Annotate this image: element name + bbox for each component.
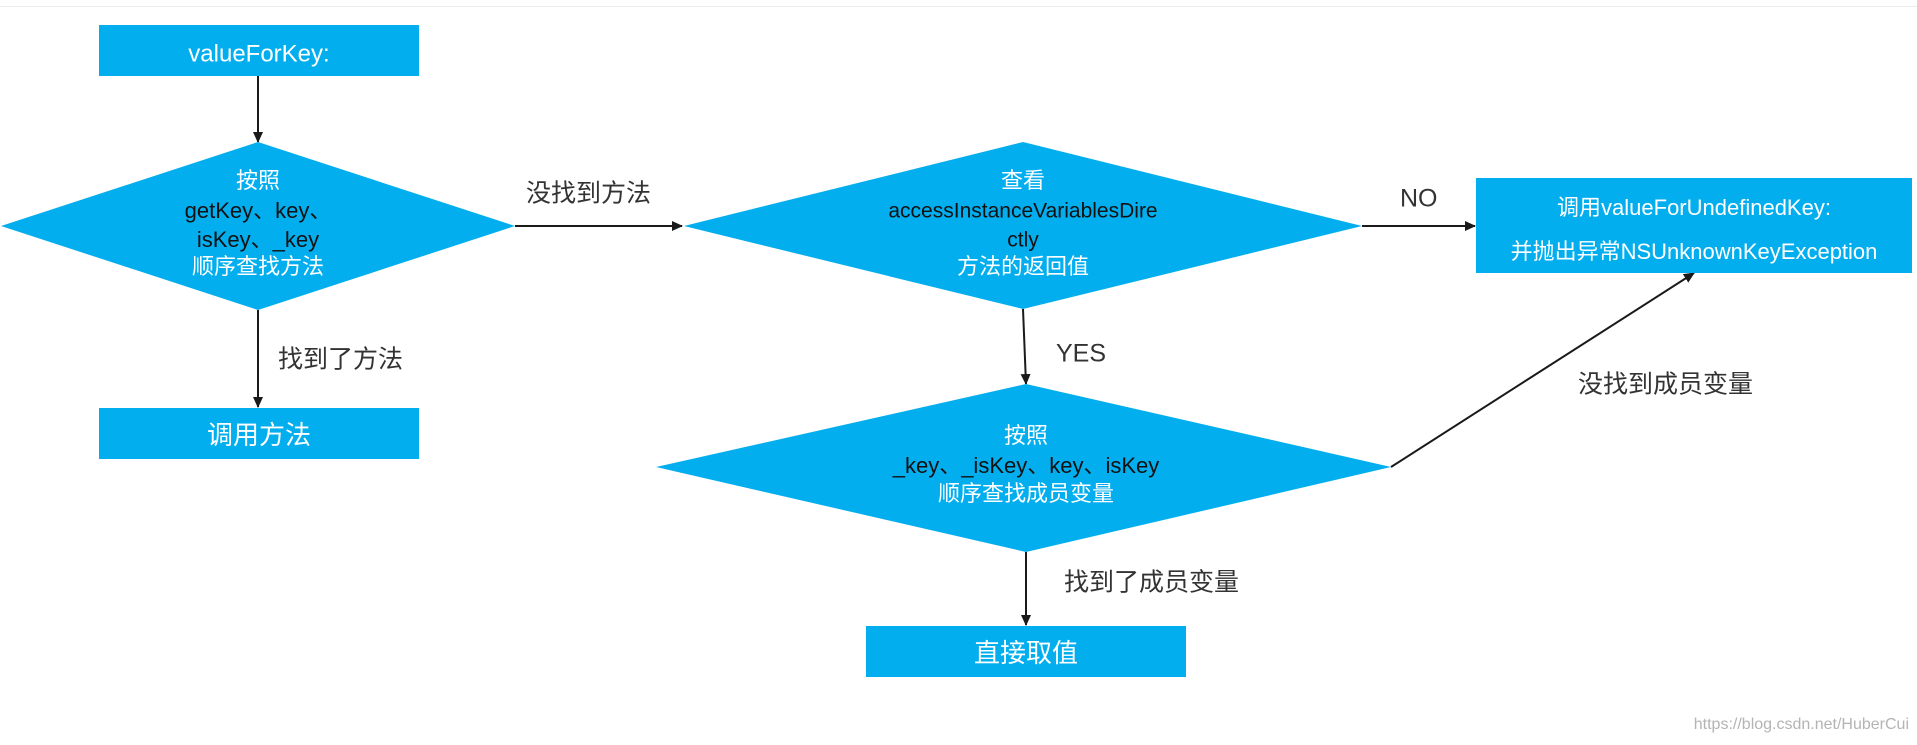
arrow-access-check-to-ivar-check <box>1020 308 1031 385</box>
undefined-key-node: 调用valueForUndefinedKey: 并抛出异常NSUnknownKe… <box>1476 178 1912 273</box>
undefined-key-box <box>1476 178 1912 273</box>
edge-label-no-ivar: 没找到成员变量 <box>1578 371 1753 399</box>
method-check-decision: 按照 getKey、key、 isKey、_key 顺序查找方法 <box>1 142 515 310</box>
undefined-key-line1: 调用valueForUndefinedKey: <box>1557 195 1831 220</box>
ivar-check-diamond <box>656 384 1391 552</box>
edge-label-no: NO <box>1400 185 1438 213</box>
ivar-check-line3: 顺序查找成员变量 <box>938 481 1114 506</box>
method-check-line4: 顺序查找方法 <box>192 254 324 279</box>
method-check-line1: 按照 <box>236 168 280 193</box>
watermark: https://blog.csdn.net/HuberCui <box>1694 716 1909 733</box>
get-value-node: 直接取值 <box>866 626 1186 677</box>
start-node-label: valueForKey: <box>188 40 329 67</box>
get-value-box <box>866 626 1186 677</box>
access-check-diamond <box>684 142 1362 309</box>
get-value-label: 直接取值 <box>974 638 1078 668</box>
call-method-box <box>99 408 419 459</box>
method-check-line2: getKey、key、 <box>185 198 332 223</box>
access-check-line3: ctly <box>1007 229 1039 252</box>
start-node: valueForKey: <box>99 25 419 76</box>
top-divider <box>0 6 1917 7</box>
method-check-diamond <box>1 142 515 310</box>
ivar-check-decision: 按照 _key、_isKey、key、isKey 顺序查找成员变量 <box>656 384 1391 552</box>
edge-label-yes: YES <box>1056 340 1106 368</box>
access-check-line1: 查看 <box>1001 168 1045 193</box>
start-node-box <box>99 25 419 76</box>
ivar-check-line1: 按照 <box>1004 423 1048 448</box>
access-check-line4: 方法的返回值 <box>957 254 1089 279</box>
edge-label-found-ivar: 找到了成员变量 <box>1064 569 1239 597</box>
access-check-decision: 查看 accessInstanceVariablesDire ctly 方法的返… <box>684 142 1362 309</box>
method-check-line3: isKey、_key <box>197 227 319 252</box>
call-method-label: 调用方法 <box>207 420 311 450</box>
edge-label-found-method: 找到了方法 <box>278 346 403 374</box>
access-check-line2: accessInstanceVariablesDire <box>888 200 1157 223</box>
ivar-check-line2: _key、_isKey、key、isKey <box>892 453 1160 478</box>
edge-label-no-method: 没找到方法 <box>526 180 651 208</box>
undefined-key-line2: 并抛出异常NSUnknownKeyException <box>1511 239 1878 264</box>
arrow-ivar-check-to-undefined-key <box>1390 272 1695 468</box>
call-method-node: 调用方法 <box>99 408 419 459</box>
